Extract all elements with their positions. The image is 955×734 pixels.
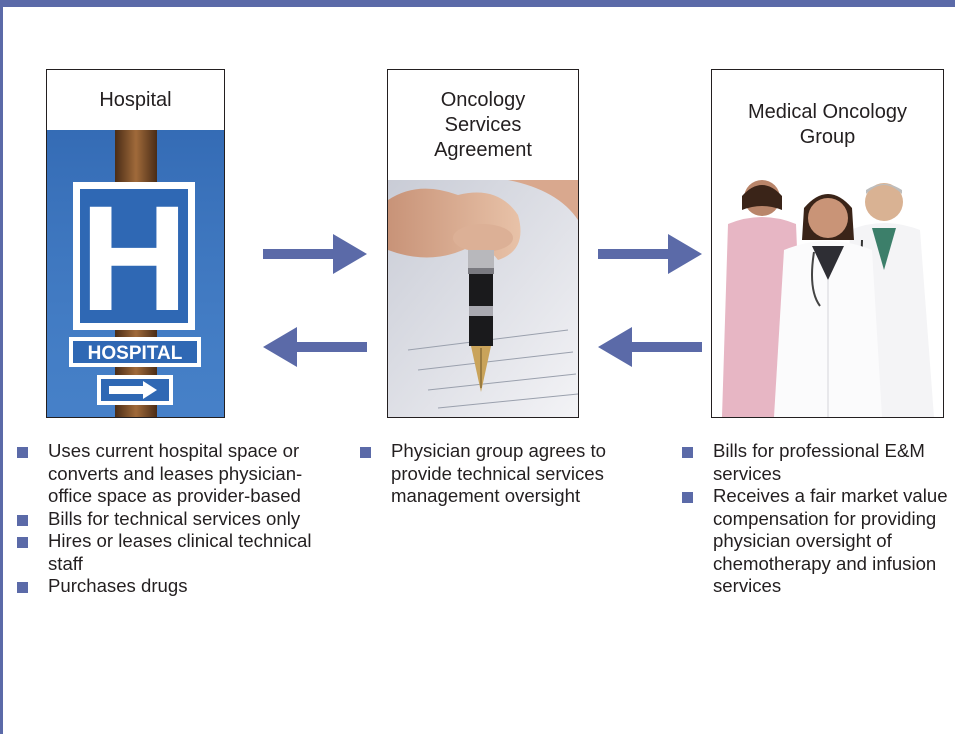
arrow-right-icon	[263, 234, 367, 274]
hospital-panel-title: Hospital	[47, 70, 224, 130]
bullet-text: Purchases drugs	[48, 575, 188, 596]
bullet-text: Hires or leases clinical technical staff	[48, 530, 312, 574]
sign-letter: H	[80, 174, 188, 342]
pen-signing-photo	[388, 180, 578, 417]
bullet-square-icon	[17, 537, 28, 548]
group-title-line-1: Medical Oncology	[748, 101, 907, 123]
sign-word: HOSPITAL	[88, 343, 183, 364]
physician-group-photo	[712, 180, 943, 417]
list-item: Physician group agrees to provide techni…	[360, 440, 620, 508]
arrow-right-icon	[598, 234, 702, 274]
list-item: Hires or leases clinical technical staff	[17, 530, 327, 575]
list-item: Purchases drugs	[17, 575, 327, 598]
bullet-text: Physician group agrees to provide techni…	[391, 440, 606, 506]
agreement-title-line-2: Services	[444, 113, 522, 136]
bullet-square-icon	[682, 447, 693, 458]
agreement-panel-title: Oncology Services Agreement	[388, 70, 578, 180]
agreement-title-line-3: Agreement	[434, 138, 532, 161]
bullet-square-icon	[17, 514, 28, 526]
bullet-square-icon	[682, 492, 693, 503]
agreement-panel: Oncology Services Agreement	[387, 69, 579, 418]
bullet-square-icon	[360, 447, 371, 458]
pen-signing-illustration	[388, 180, 578, 417]
list-item: Uses current hospital space or converts …	[17, 440, 327, 508]
list-item: Receives a fair market value compensatio…	[682, 485, 952, 598]
list-item: Bills for technical services only	[17, 508, 327, 531]
arrow-left-icon	[598, 327, 702, 367]
agreement-bullet-list: Physician group agrees to provide techni…	[360, 440, 620, 508]
physician-group-illustration	[712, 180, 943, 417]
bullet-text: Uses current hospital space or converts …	[48, 440, 303, 506]
hospital-sign-illustration: H HOSPITAL	[47, 130, 224, 417]
group-bullet-list: Bills for professional E&M services Rece…	[682, 440, 952, 598]
left-accent-rule	[0, 0, 3, 734]
hospital-bullet-list: Uses current hospital space or converts …	[17, 440, 327, 598]
bullet-text: Bills for professional E&M services	[713, 440, 925, 484]
hospital-sign-photo: H HOSPITAL	[47, 130, 224, 417]
bullet-text: Bills for technical services only	[48, 507, 301, 529]
bullet-text: Receives a fair market value compensatio…	[713, 485, 948, 596]
hospital-panel: Hospital H HOSPITA	[46, 69, 225, 418]
hospital-title-line: Hospital	[99, 88, 172, 111]
bullet-square-icon	[17, 582, 28, 593]
arrow-left-icon	[263, 327, 367, 367]
list-item: Bills for professional E&M services	[682, 440, 952, 485]
medical-oncology-group-panel: Medical Oncology Group	[711, 69, 944, 418]
agreement-title-line-1: Oncology	[440, 88, 526, 111]
group-panel-title: Medical Oncology Group	[712, 70, 943, 180]
group-title-line-2: Group	[799, 126, 856, 148]
bullet-square-icon	[17, 447, 28, 458]
top-accent-bar	[0, 0, 955, 7]
